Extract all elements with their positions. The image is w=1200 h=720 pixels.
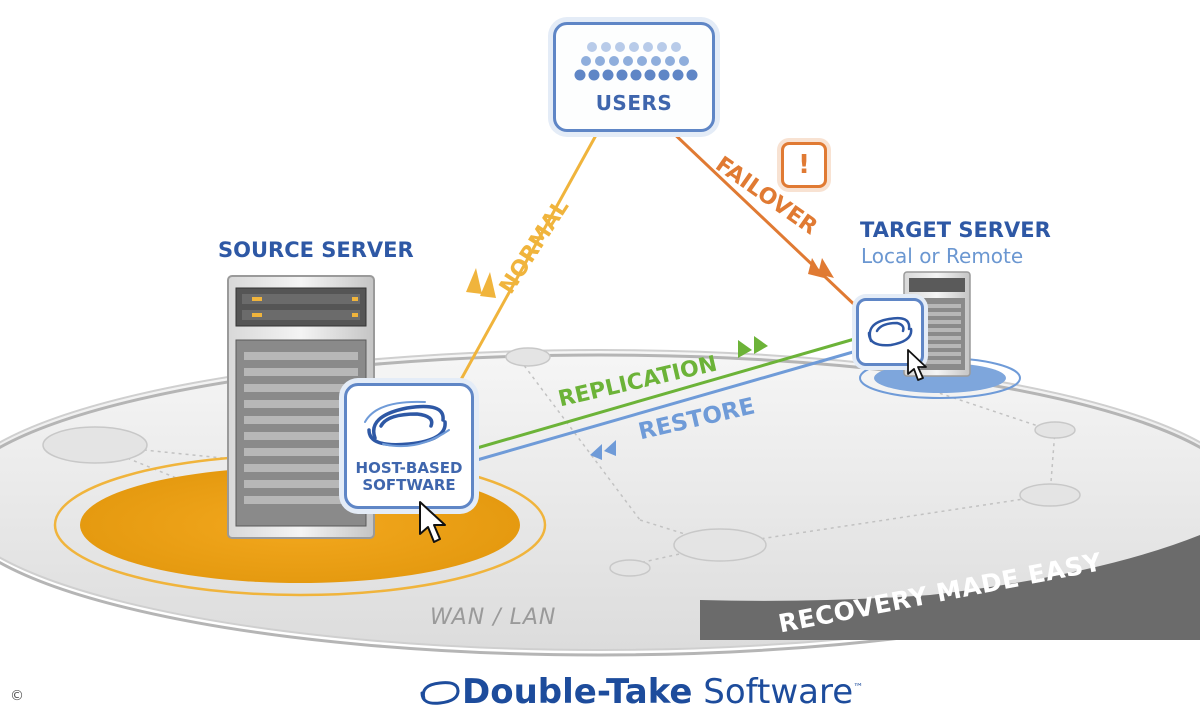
network-disc-edge bbox=[0, 353, 1200, 657]
double-take-swirl-icon bbox=[420, 681, 460, 705]
double-take-swirl-icon bbox=[364, 400, 450, 448]
target-server-subtitle: Local or Remote bbox=[861, 244, 1024, 268]
network-node bbox=[1034, 421, 1076, 439]
host-software-box: HOST-BASED SOFTWARE bbox=[344, 383, 474, 509]
source-server-title: SOURCE SERVER bbox=[218, 238, 414, 262]
network-node bbox=[42, 426, 148, 464]
failover-path-line bbox=[666, 126, 862, 312]
normal-path-line bbox=[456, 127, 602, 386]
network-node bbox=[609, 559, 651, 577]
network-node bbox=[1019, 483, 1081, 507]
copyright-icon: © bbox=[10, 688, 24, 704]
users-box: USERS bbox=[553, 22, 715, 132]
network-label: WAN / LAN bbox=[430, 605, 557, 630]
brand-tm: ™ bbox=[853, 682, 864, 694]
alert-icon: ! bbox=[781, 142, 827, 188]
host-software-label: HOST-BASED SOFTWARE bbox=[347, 460, 471, 494]
brand-name-bold: Double-Take bbox=[462, 672, 693, 712]
host-software-line1: HOST-BASED bbox=[355, 459, 463, 477]
network-node bbox=[673, 528, 767, 562]
brand-name-light: Software bbox=[703, 672, 854, 712]
network-node bbox=[505, 347, 551, 367]
normal-arrows bbox=[466, 268, 496, 298]
host-software-line2: SOFTWARE bbox=[362, 476, 456, 494]
double-take-swirl-icon bbox=[867, 316, 913, 347]
cursor-icon bbox=[419, 501, 446, 543]
replication-path-line bbox=[469, 336, 859, 452]
restore-path-line bbox=[469, 348, 861, 464]
brand-logo: Double-Take Software™ bbox=[418, 672, 863, 712]
recovery-banner bbox=[700, 535, 1200, 640]
restore-arrows bbox=[590, 440, 616, 460]
cursor-icon bbox=[907, 349, 927, 381]
failover-arrows bbox=[808, 258, 834, 278]
users-icon bbox=[574, 42, 698, 81]
users-label: USERS bbox=[595, 91, 673, 115]
network-nodes bbox=[42, 347, 1081, 577]
replication-arrows bbox=[738, 336, 768, 358]
target-server-title: TARGET SERVER bbox=[860, 218, 1051, 242]
